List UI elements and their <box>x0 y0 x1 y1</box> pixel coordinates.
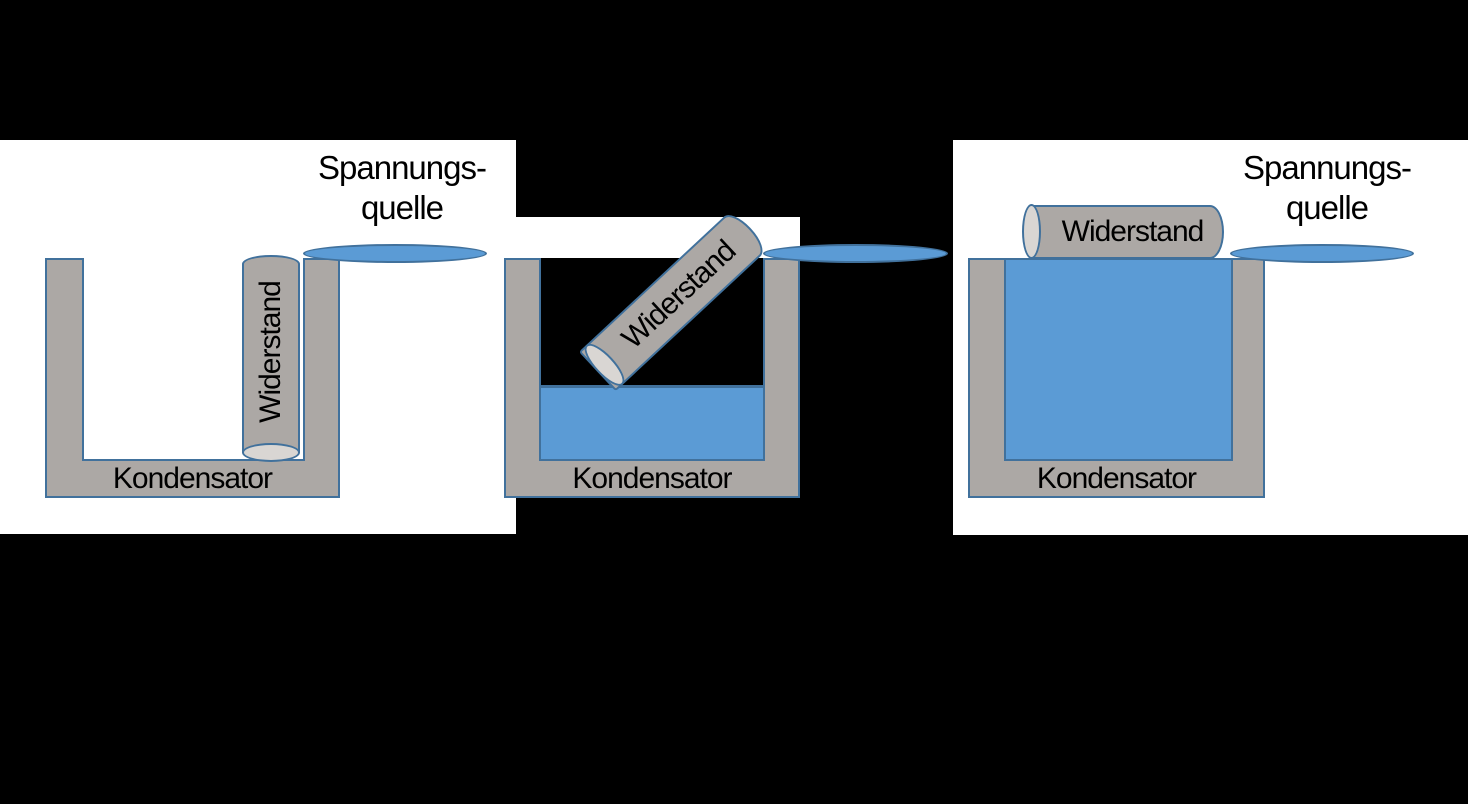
source-label-left: Spannungs- quelle <box>287 148 517 228</box>
resistor-label-right: Widerstand <box>1061 215 1205 248</box>
source-label-right: Spannungs- quelle <box>1212 148 1442 228</box>
capacitor-label-middle: Kondensator <box>572 462 732 495</box>
source-label-left-line2: quelle <box>360 189 444 226</box>
source-label-left-line1: Spannungs- <box>318 149 487 186</box>
resistor-cylinder-left <box>242 255 300 453</box>
source-ellipse-left <box>303 244 487 263</box>
water-right <box>1004 258 1233 461</box>
resistor-endcap-left <box>242 443 300 462</box>
capacitor-label-right: Kondensator <box>1036 462 1197 495</box>
resistor-endcap-right <box>1022 204 1041 259</box>
capacitor-label-left: Kondensator <box>112 462 273 495</box>
resistor-cylinder-right: Widerstand <box>1029 205 1224 259</box>
resistor-label-left: Widerstand <box>254 281 287 423</box>
source-label-right-line1: Spannungs- <box>1243 149 1412 186</box>
source-ellipse-middle <box>763 244 948 263</box>
source-ellipse-right <box>1230 244 1414 263</box>
vessel-interior-left <box>82 258 242 461</box>
water-middle <box>541 385 763 459</box>
source-label-right-line2: quelle <box>1285 189 1369 226</box>
